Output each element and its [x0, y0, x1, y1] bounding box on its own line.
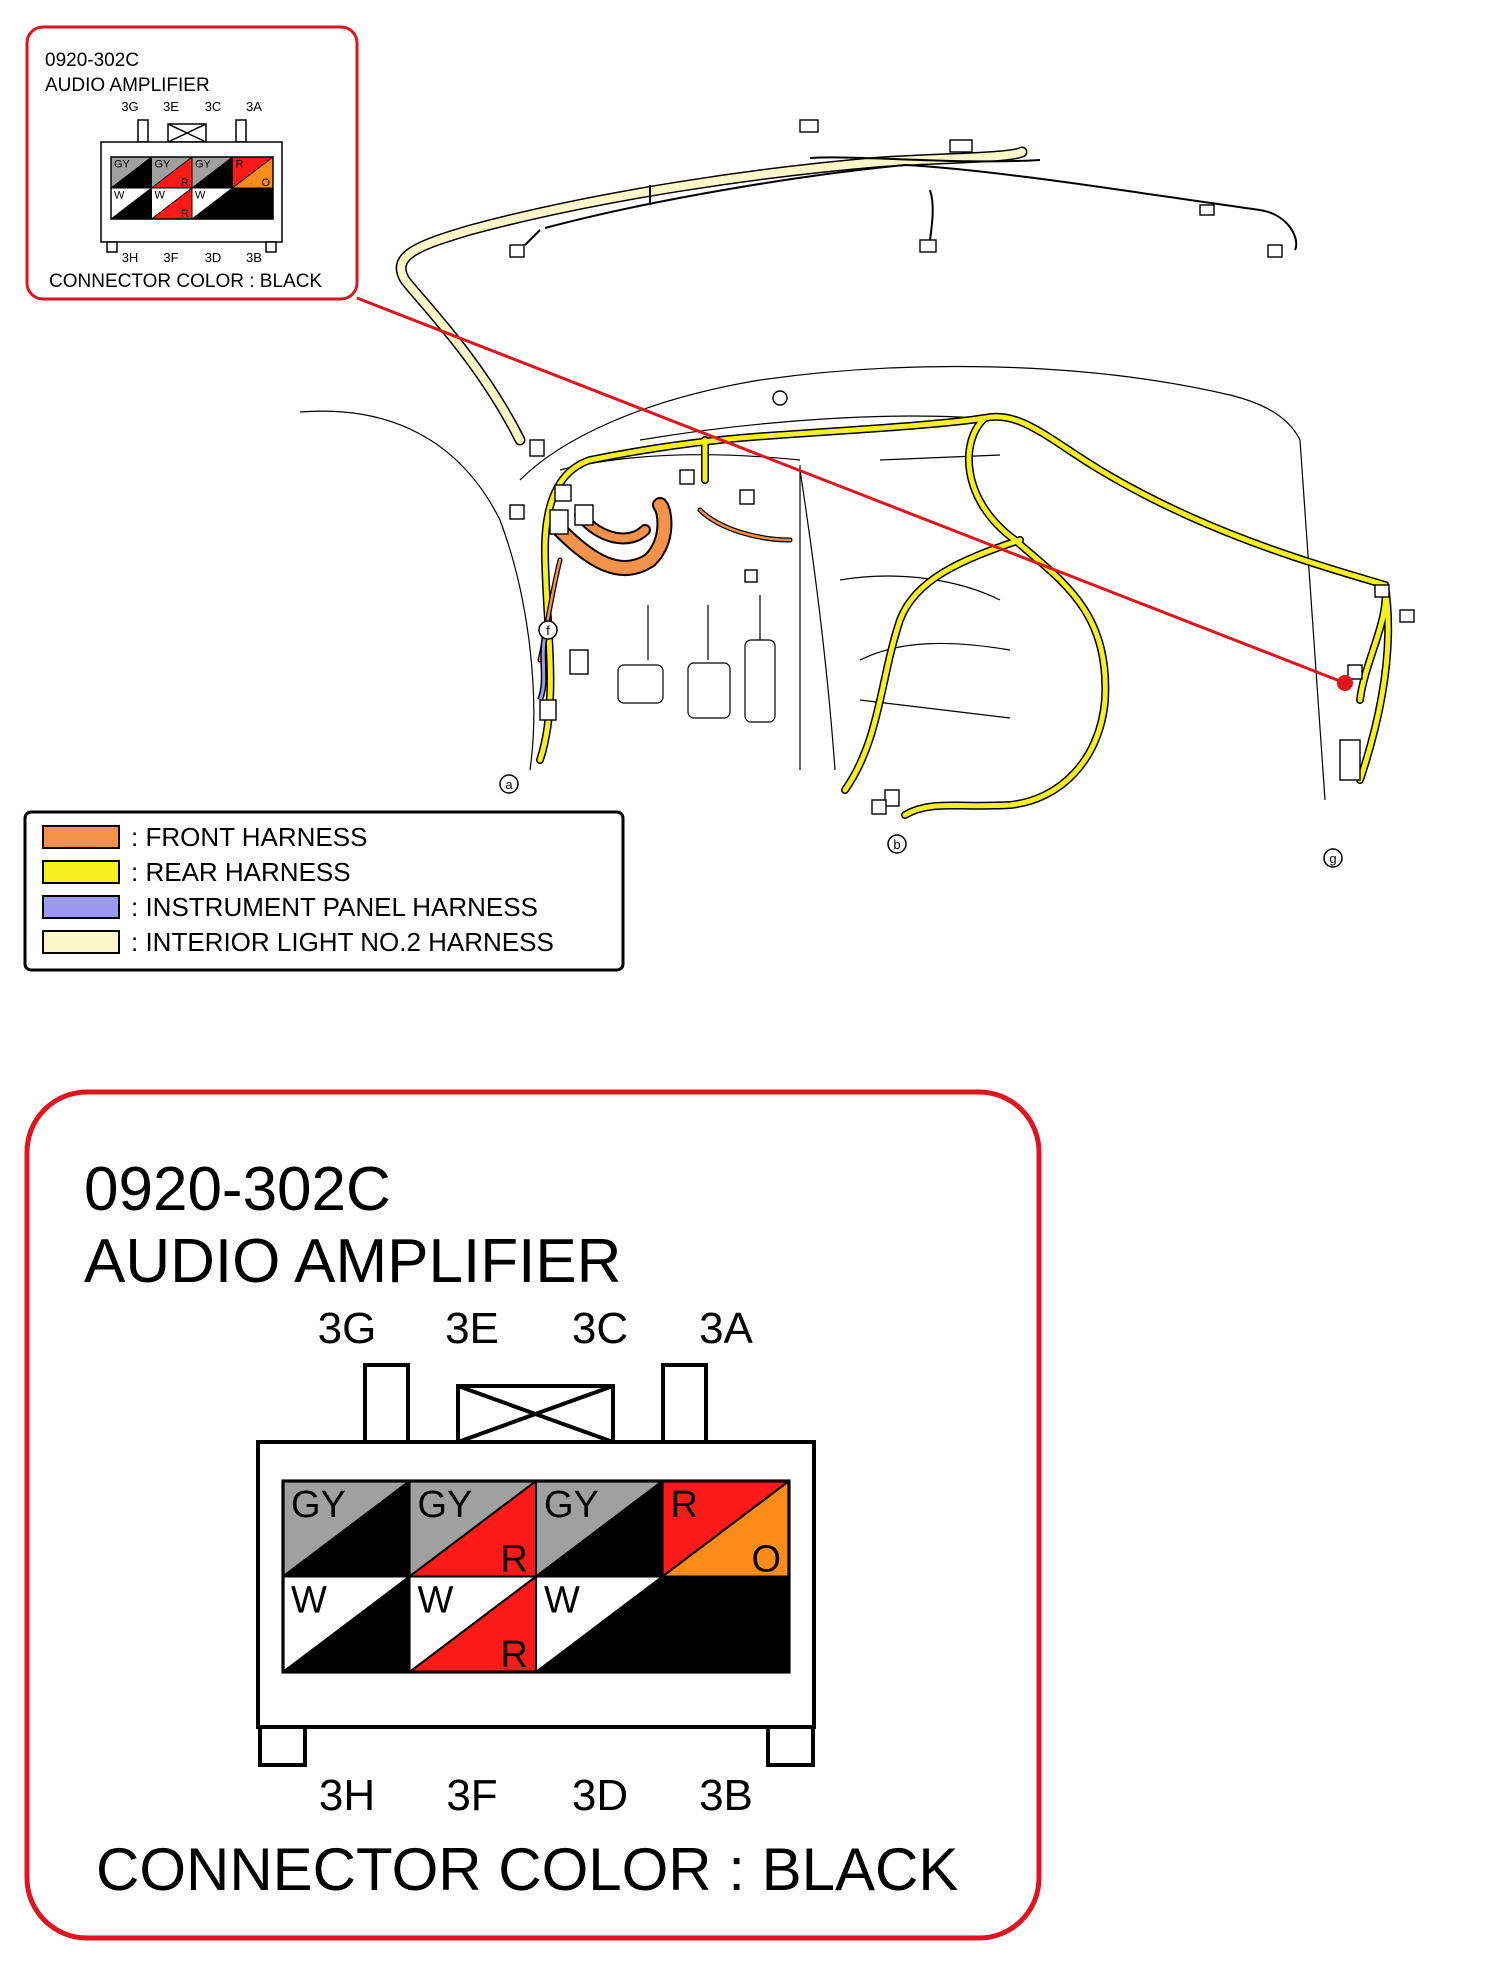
terminal-bottom-color: B	[376, 1539, 401, 1581]
terminal-cell-7: WB	[191, 187, 233, 220]
marker-b: b	[887, 834, 907, 854]
legend-item-front: : FRONT HARNESS	[42, 822, 367, 852]
terminal-bottom-color: R	[501, 1539, 528, 1581]
harness-connectors	[509, 119, 1415, 815]
svg-text:: INSTRUMENT PANEL HARNESS: : INSTRUMENT PANEL HARNESS	[131, 892, 538, 922]
svg-text:3F: 3F	[163, 250, 178, 265]
terminal-top-color: GY	[155, 158, 172, 170]
connector-color-note: CONNECTOR COLOR : BLACK	[96, 1836, 958, 1903]
lock-tab-right	[661, 1363, 708, 1444]
terminal-cell-3: GY B	[535, 1480, 664, 1581]
terminal-cell-1: GY B	[282, 1480, 411, 1581]
terminal-bottom-color: O	[261, 177, 270, 189]
terminal-solid-color: B	[719, 1603, 744, 1645]
pin-label-3d: 3D	[572, 1771, 628, 1820]
legend-item-rear: : REAR HARNESS	[42, 857, 351, 887]
svg-text:3A: 3A	[246, 99, 262, 114]
svg-text:3C: 3C	[205, 99, 222, 114]
connector-name: AUDIO AMPLIFIER	[84, 1227, 621, 1296]
svg-text:3D: 3D	[205, 250, 222, 265]
pin-label-3c: 3C	[572, 1304, 628, 1353]
harness-legend: : FRONT HARNESS : REAR HARNESS : INSTRUM…	[23, 810, 625, 972]
terminal-top-color: W	[155, 189, 166, 201]
connector-callout-large: 0920-302C AUDIO AMPLIFIER 3G 3E 3C 3A GY…	[24, 1089, 1042, 1941]
terminal-cell-3: GY B	[191, 156, 233, 189]
terminal-bottom-color: B	[222, 208, 229, 220]
terminal-cell-6: WR	[408, 1575, 537, 1676]
terminal-cell-7: WB	[535, 1575, 664, 1676]
terminal-bottom-color: B	[629, 1539, 654, 1581]
terminal-top-color: GY	[291, 1484, 346, 1526]
terminal-top-color: W	[291, 1580, 327, 1622]
marker-g: g	[1323, 848, 1343, 868]
terminal-top-color: R	[236, 158, 244, 170]
svg-text:3G: 3G	[121, 99, 138, 114]
terminal-top-color: GY	[418, 1484, 473, 1526]
terminal-bottom-color: R	[181, 208, 189, 220]
terminal-cell-5: WB	[110, 187, 152, 220]
terminal-top-color: GY	[544, 1484, 599, 1526]
pin-label-3h: 3H	[319, 1771, 375, 1820]
svg-text:a: a	[505, 777, 513, 792]
marker-f: f	[538, 620, 558, 640]
pin-label-3g: 3G	[318, 1304, 377, 1353]
pin-label-3f: 3F	[446, 1771, 497, 1820]
terminal-bottom-color: B	[141, 208, 148, 220]
terminal-top-color: W	[418, 1580, 454, 1622]
svg-text:3B: 3B	[246, 250, 262, 265]
terminal-cell-1: GY B	[110, 156, 152, 189]
terminal-top-color: GY	[195, 158, 212, 170]
terminal-cell-6: WR	[151, 187, 193, 220]
terminal-top-color: W	[544, 1580, 580, 1622]
terminal-solid-color: B	[251, 198, 258, 210]
svg-text:g: g	[1329, 851, 1336, 866]
small-connector-code: 0920-302C	[45, 50, 139, 71]
terminal-cell-4: RO	[661, 1480, 790, 1581]
terminal-cell-8: B	[662, 1576, 789, 1672]
terminal-bottom-color: B	[629, 1634, 654, 1676]
marker-a: a	[499, 774, 519, 794]
lock-tab-left	[363, 1363, 410, 1444]
interior-light-harness	[395, 146, 1298, 446]
pin-label-3b: 3B	[699, 1771, 753, 1820]
legend-item-instrument-panel: : INSTRUMENT PANEL HARNESS	[42, 892, 538, 922]
terminal-top-color: W	[114, 189, 125, 201]
svg-text:3H: 3H	[122, 250, 139, 265]
svg-text:3E: 3E	[163, 99, 179, 114]
terminal-bottom-color: R	[501, 1634, 528, 1676]
vehicle-outline	[299, 365, 1326, 801]
terminal-cell-8: B	[232, 188, 273, 219]
terminal-cell-4: RO	[232, 156, 274, 189]
pin-label-3a: 3A	[699, 1304, 753, 1353]
terminal-top-color: W	[195, 189, 206, 201]
pin-label-3e: 3E	[445, 1304, 499, 1353]
connector-location-dot	[1337, 675, 1353, 691]
svg-text:: REAR HARNESS: : REAR HARNESS	[131, 857, 351, 887]
terminal-top-color: GY	[114, 158, 131, 170]
svg-text:b: b	[893, 837, 900, 852]
connector-callout-small: 0920-302C AUDIO AMPLIFIER 3G 3E 3C 3A GY…	[25, 25, 359, 301]
terminal-cell-2: GY R	[151, 156, 193, 189]
terminal-bottom-color: O	[751, 1539, 781, 1581]
location-markers: a b f g	[499, 620, 1343, 868]
instrument-panel-harness	[537, 634, 548, 702]
small-connector-name: AUDIO AMPLIFIER	[45, 75, 210, 96]
terminal-bottom-color: R	[181, 177, 189, 189]
connector-code: 0920-302C	[84, 1155, 391, 1224]
svg-text:f: f	[546, 623, 550, 638]
terminal-bottom-color: B	[141, 177, 148, 189]
terminal-cell-2: GY R	[408, 1480, 537, 1581]
svg-text:: INTERIOR LIGHT NO.2 HARNESS: : INTERIOR LIGHT NO.2 HARNESS	[131, 927, 554, 957]
terminal-bottom-color: B	[376, 1634, 401, 1676]
small-connector-color-note: CONNECTOR COLOR : BLACK	[49, 271, 322, 292]
terminal-top-color: R	[671, 1484, 698, 1526]
connector-leader-line	[356, 296, 1346, 685]
svg-text:: FRONT HARNESS: : FRONT HARNESS	[131, 822, 367, 852]
rear-harness	[536, 412, 1393, 819]
legend-item-interior-light: : INTERIOR LIGHT NO.2 HARNESS	[42, 927, 554, 957]
terminal-cell-5: WB	[282, 1575, 411, 1676]
terminal-bottom-color: B	[222, 177, 229, 189]
